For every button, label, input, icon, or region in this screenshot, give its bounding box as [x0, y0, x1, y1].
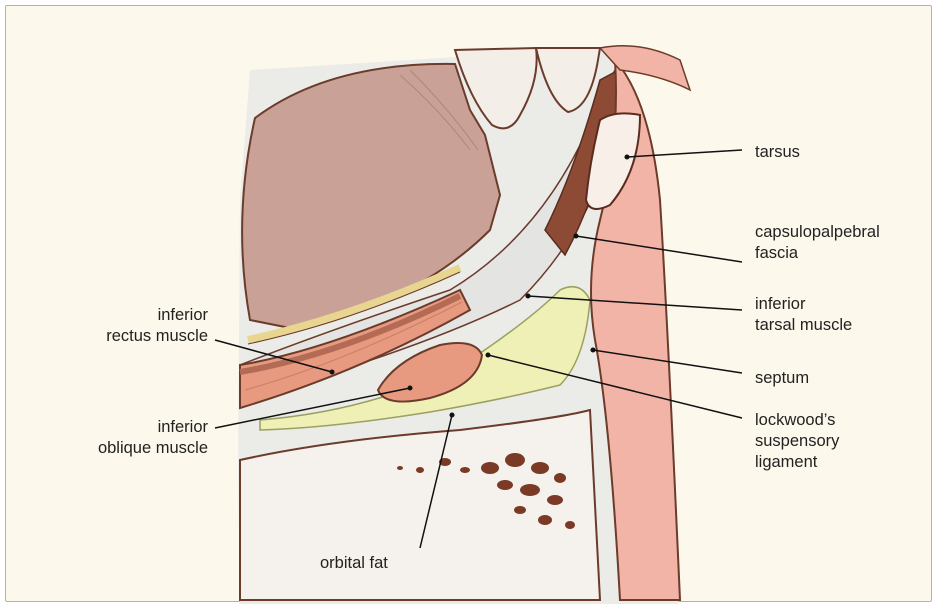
label-line: septum — [755, 368, 809, 389]
label-line: oblique muscle — [40, 438, 208, 459]
label-line: capsulopalpebral — [755, 222, 880, 243]
label-capsulopalpebral-fascia: capsulopalpebral fascia — [755, 222, 880, 264]
label-lockwoods-ligament: lockwood’s suspensory ligament — [755, 410, 839, 473]
label-line: inferior — [755, 294, 852, 315]
label-tarsus-text: tarsus — [755, 142, 800, 163]
label-line: tarsal muscle — [755, 315, 852, 336]
label-line: ligament — [755, 452, 839, 473]
label-inferior-oblique-muscle: inferior oblique muscle — [40, 417, 208, 459]
label-line: inferior — [40, 417, 208, 438]
label-tarsus: tarsus — [755, 142, 800, 163]
label-line: rectus muscle — [40, 326, 208, 347]
label-line: orbital fat — [320, 553, 388, 574]
label-septum: septum — [755, 368, 809, 389]
label-line: suspensory — [755, 431, 839, 452]
label-line: fascia — [755, 243, 880, 264]
label-line: inferior — [40, 305, 208, 326]
label-line: lockwood’s — [755, 410, 839, 431]
label-orbital-fat: orbital fat — [320, 553, 388, 574]
label-inferior-tarsal-muscle: inferior tarsal muscle — [755, 294, 852, 336]
label-inferior-rectus-muscle: inferior rectus muscle — [40, 305, 208, 347]
